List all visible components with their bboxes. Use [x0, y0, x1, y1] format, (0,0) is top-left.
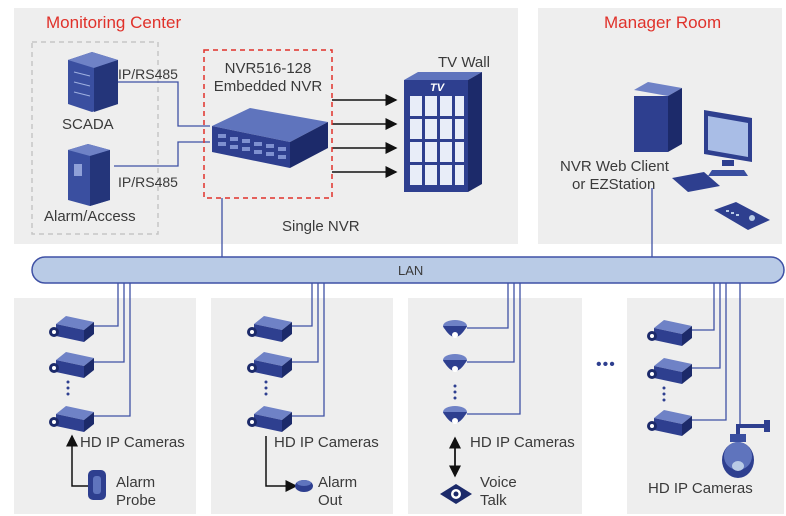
zone-1-extra-1: Alarm — [116, 474, 156, 491]
zone-3-extra-1: Voice — [480, 474, 517, 491]
ip-camera-icon — [647, 410, 692, 436]
ip-camera-icon — [647, 320, 692, 346]
lan-bus — [31, 256, 785, 284]
scada-link-label: IP/RS485 — [118, 66, 178, 82]
zone-2-panel — [211, 298, 393, 514]
alarm-out-icon — [295, 480, 313, 492]
zone-1-caption: HD IP Cameras — [80, 434, 185, 451]
ip-camera-icon — [49, 316, 94, 342]
zone-4-caption: HD IP Cameras — [648, 480, 753, 497]
tv-wall-icon — [404, 72, 482, 192]
alarm-access-icon — [68, 144, 110, 206]
manager-room-title: Manager Room — [604, 13, 722, 32]
ip-camera-icon — [49, 352, 94, 378]
ptz-dome-camera-icon — [722, 420, 770, 478]
dome-camera-icon — [443, 320, 467, 338]
zone-2-caption: HD IP Cameras — [274, 434, 379, 451]
more-cameras-dots — [453, 384, 457, 400]
scada-label: SCADA — [62, 116, 114, 133]
nvr-model-label: NVR516-128 — [224, 60, 312, 77]
more-cameras-dots — [662, 386, 666, 402]
zone-3-caption: HD IP Cameras — [470, 434, 575, 451]
alarm-probe-icon — [88, 470, 106, 500]
ip-camera-icon — [247, 316, 292, 342]
client-line-1: NVR Web Client — [560, 158, 669, 175]
zone-2-extra-2: Out — [318, 492, 343, 509]
alarm-link-label: IP/RS485 — [118, 174, 178, 190]
ip-camera-icon — [247, 406, 292, 432]
zone-1-extra-2: Probe — [116, 492, 157, 509]
ip-camera-icon — [647, 358, 692, 384]
dome-camera-icon — [443, 406, 467, 424]
lan-label: LAN — [398, 263, 424, 278]
nvr-device-icon — [212, 108, 328, 168]
zone-3-panel — [408, 298, 582, 514]
pc-tower-icon — [634, 82, 682, 152]
single-nvr-label: Single NVR — [282, 218, 360, 235]
subsystems-box — [31, 41, 159, 235]
tv-badge: TV — [430, 82, 445, 94]
zone-3-extra-2: Talk — [480, 492, 507, 509]
scada-server-icon — [68, 52, 118, 112]
alarm-access-label: Alarm/Access — [44, 208, 136, 225]
nvr-box — [203, 49, 333, 199]
nvr-type-label: Embedded NVR — [213, 78, 323, 95]
dome-camera-icon — [443, 354, 467, 372]
tv-wall-label: TV Wall — [438, 54, 490, 71]
keyboard-icon — [672, 172, 720, 192]
ip-camera-icon — [49, 406, 94, 432]
monitoring-center-title: Monitoring Center — [46, 13, 182, 32]
ip-camera-icon — [247, 352, 292, 378]
monitor-icon — [704, 110, 752, 176]
zone-2-extra-1: Alarm — [318, 474, 358, 491]
tv-wall-arrows — [332, 94, 398, 178]
ptz-keyboard-icon — [714, 202, 770, 230]
more-cameras-dots — [66, 380, 70, 396]
voice-talk-icon — [440, 484, 472, 504]
more-cameras-dots — [264, 380, 268, 396]
client-line-2: or EZStation — [572, 176, 656, 193]
more-zones-ellipsis: ••• — [596, 356, 616, 373]
